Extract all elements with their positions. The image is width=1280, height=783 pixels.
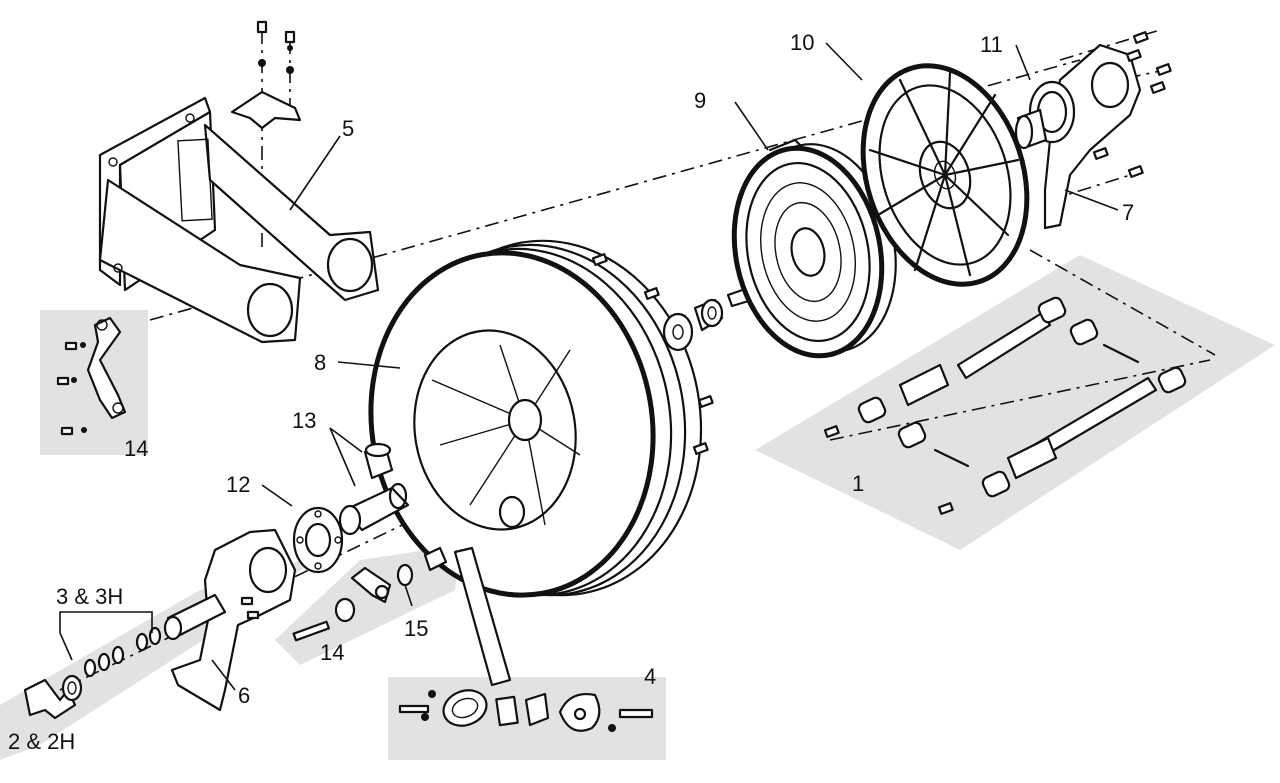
part-11-hub-flange <box>1014 80 1076 150</box>
leader-15 <box>404 584 413 607</box>
leader-11 <box>1015 44 1031 81</box>
kit-4-shading <box>388 677 666 760</box>
leader-12 <box>261 484 293 507</box>
misc-bolts-lower <box>240 596 260 620</box>
callout-12: 12 <box>226 472 250 497</box>
leader-10 <box>825 42 863 81</box>
nut-icon <box>286 66 294 74</box>
bracket-bolts <box>1092 31 1172 178</box>
drum-support-post <box>453 546 512 687</box>
disc-spokes <box>868 71 1020 277</box>
callout-15: 15 <box>404 616 428 641</box>
part-8-hose-drum <box>368 239 714 598</box>
part-10-guide-disc <box>860 63 1030 287</box>
callout-11: 11 <box>980 32 1003 57</box>
leader-9 <box>734 101 769 151</box>
leader-lines <box>59 42 1119 691</box>
bolt-icon <box>284 30 296 44</box>
callout-9: 9 <box>694 88 706 113</box>
part-15-spring-clip <box>396 546 448 587</box>
part-2-inlet-elbow <box>23 674 83 720</box>
bolt-axis-7 <box>1049 171 1141 201</box>
part-6-inlet-bracket <box>170 528 297 712</box>
part-4-brake-kit <box>398 689 654 732</box>
kit-1-axis-line-2 <box>829 359 1211 441</box>
leader-13b <box>329 427 356 487</box>
callout-2: 2 & 2H <box>8 729 75 754</box>
leader-8 <box>337 361 401 369</box>
part-14-pawl-assembly <box>292 566 392 642</box>
shaded-regions <box>0 255 1275 760</box>
axle-bearing-set <box>662 286 754 352</box>
part-1-roller-kit <box>823 296 1187 515</box>
part-14-swivel-arm-kit <box>56 316 127 436</box>
callout-3: 3 & 3H <box>56 584 123 609</box>
kit-14-15-shading <box>275 545 460 665</box>
bolt-icon <box>256 20 268 34</box>
callout-7: 7 <box>1122 200 1134 225</box>
part-5-base-bracket <box>98 96 380 344</box>
callout-6: 6 <box>238 683 250 708</box>
callout-8: 8 <box>314 350 326 375</box>
nut-icon <box>287 45 293 51</box>
leader-6 <box>211 659 236 691</box>
leader-13a <box>329 427 363 453</box>
callout-4: 4 <box>644 664 656 689</box>
callout-14-left: 14 <box>124 436 148 461</box>
callout-13: 13 <box>292 408 316 433</box>
bolt-axis-11b <box>1069 69 1166 91</box>
part-13-swivel-fittings <box>338 442 410 536</box>
nut-icon <box>258 59 266 67</box>
callout-5: 5 <box>342 116 354 141</box>
leader-7 <box>1064 189 1119 211</box>
kit-1-axis-line <box>1029 249 1216 356</box>
callout-labels: 1 2 & 2H 3 & 3H 4 5 6 7 8 9 10 11 12 13 … <box>8 30 1134 754</box>
part-12-inlet-flange <box>292 506 344 574</box>
bracket-3 <box>59 611 153 661</box>
top-mounting-clip <box>230 20 302 130</box>
callout-10: 10 <box>790 30 814 55</box>
callout-14-lower: 14 <box>320 640 344 665</box>
leader-5 <box>289 135 341 211</box>
part-3-swivel-tube-and-orings <box>83 593 227 678</box>
callout-1: 1 <box>852 471 864 496</box>
kit-1-shading <box>755 255 1275 550</box>
